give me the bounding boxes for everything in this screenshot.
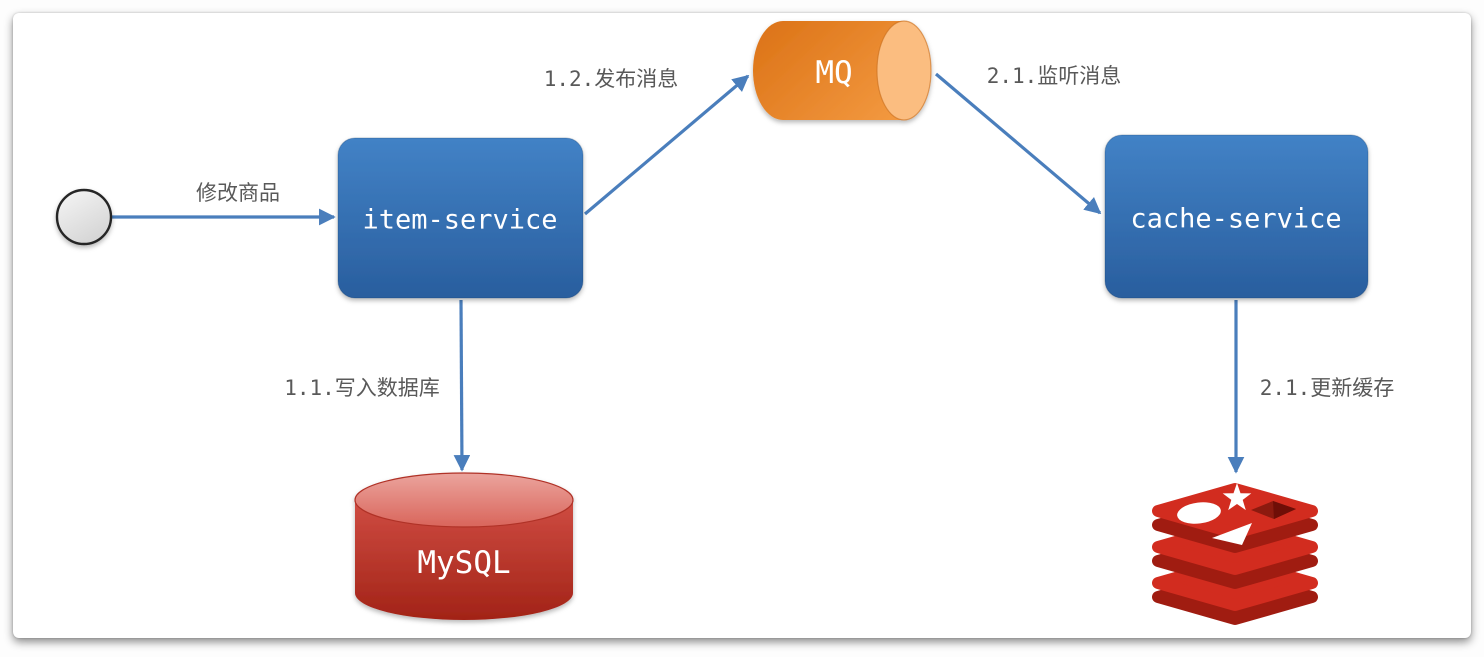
edge-label-update-cache: 2.1.更新缓存 bbox=[1260, 376, 1395, 400]
node-start bbox=[55, 188, 113, 246]
start-circle-icon bbox=[55, 188, 113, 246]
cache-service-box bbox=[1104, 134, 1369, 299]
node-redis bbox=[1152, 483, 1318, 625]
redis-star-shape bbox=[1222, 483, 1252, 511]
node-mysql: MySQL bbox=[354, 472, 574, 620]
node-item-service: item-service bbox=[337, 137, 584, 299]
mysql-cylinder-top bbox=[354, 472, 574, 528]
item-service-label: item-service bbox=[362, 205, 557, 236]
edge-label-write-db: 1.1.写入数据库 bbox=[284, 376, 440, 400]
edge-listen-message-arrow bbox=[934, 72, 1102, 215]
edge-label-listen-message: 2.1.监听消息 bbox=[987, 64, 1122, 88]
redis-triangle-shape bbox=[1212, 523, 1252, 545]
mq-cylinder-cap bbox=[876, 20, 932, 121]
redis-ellipse-shape bbox=[1177, 502, 1221, 524]
edge-publish-message-arrow bbox=[583, 74, 750, 216]
mysql-cylinder-body bbox=[355, 500, 573, 620]
edges bbox=[112, 72, 1245, 474]
mysql-label: MySQL bbox=[417, 545, 510, 581]
edge-write-db-arrow bbox=[453, 299, 471, 472]
cache-service-label: cache-service bbox=[1130, 204, 1341, 235]
node-mq: MQ bbox=[753, 20, 932, 121]
item-service-box bbox=[337, 137, 584, 299]
node-cache-service: cache-service bbox=[1104, 134, 1369, 299]
edge-labels: 修改商品 1.2.发布消息 2.1.监听消息 1.1.写入数据库 2.1.更新缓… bbox=[196, 64, 1394, 400]
redis-logo-icon bbox=[1152, 483, 1318, 625]
mq-label: MQ bbox=[815, 55, 852, 91]
edge-label-publish-message: 1.2.发布消息 bbox=[544, 67, 679, 91]
edge-label-modify-item: 修改商品 bbox=[196, 181, 280, 205]
redis-hole-shadow bbox=[1273, 501, 1296, 519]
